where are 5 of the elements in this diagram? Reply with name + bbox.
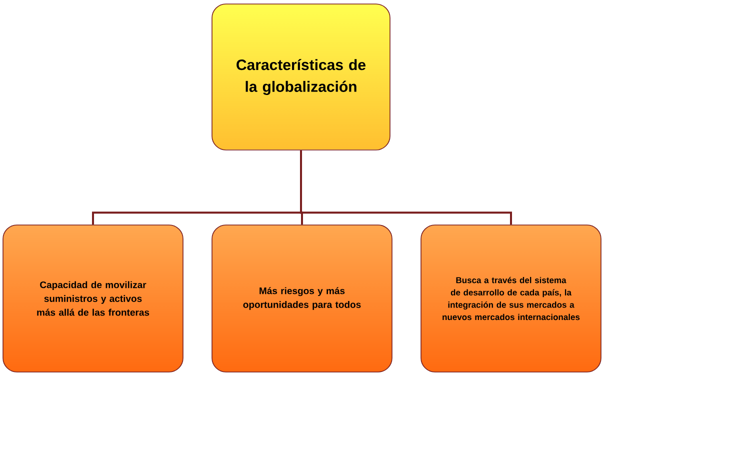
feature-box: Más riesgos y más oportunidades para todos (212, 224, 392, 372)
connector (300, 150, 512, 225)
title-box: Características de la globalización (212, 4, 390, 150)
feature-box: Busca a través del sistema de desarrollo de cada país, la integración de sus mercados a nuevos mercados internacionales (420, 224, 602, 372)
feature-box: Capacidad de movilizar suministros y activos más allá de las fronteras (2, 224, 184, 372)
